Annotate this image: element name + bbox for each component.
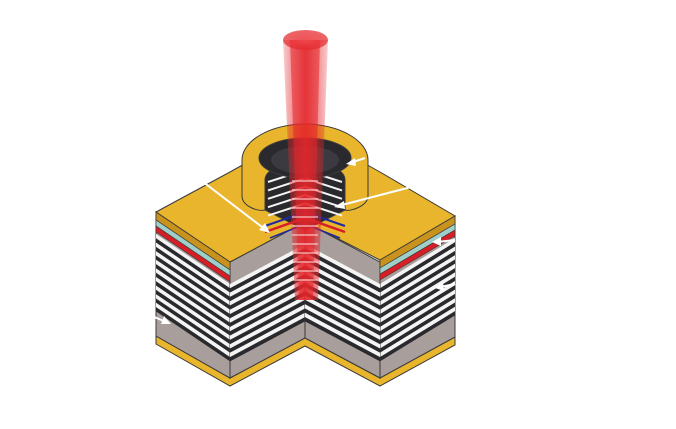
beam-band [292, 225, 318, 227]
mirror-layer [380, 276, 455, 327]
mirror-layer [230, 287, 305, 332]
arrow-oxide-aperture [432, 237, 456, 246]
mirror-layer [305, 304, 380, 349]
mirror-layer [230, 282, 305, 327]
mirror-layer [156, 246, 230, 302]
mirror-layer [380, 298, 455, 349]
beam-band [292, 234, 318, 236]
mirror-layer [230, 278, 305, 323]
mirror-layer [230, 252, 305, 297]
mirror-layer [380, 311, 455, 362]
mirror-layer [380, 281, 455, 332]
beam-band [292, 207, 318, 209]
mirror-layer [156, 234, 230, 289]
beam-band [292, 216, 318, 218]
mirror-layer [380, 285, 455, 336]
mirror-layer [156, 259, 230, 315]
beam-band [292, 279, 318, 281]
mirror-layer [156, 277, 230, 332]
mirror-layer [380, 268, 455, 319]
mirror-layer [305, 269, 380, 315]
right-face-stack [379, 215, 456, 379]
mirror-layer [230, 312, 305, 358]
mirror-layer [380, 272, 455, 323]
mirror-layer [380, 250, 455, 302]
laser-beam-aperture-top [283, 30, 328, 50]
mirror-layer [380, 242, 455, 293]
mirror-layer [230, 291, 305, 336]
mirror-layer [305, 274, 380, 319]
beam-band [292, 189, 318, 191]
mirror-layer [380, 238, 455, 289]
mirror-layer [305, 244, 380, 289]
mirror-layer [380, 289, 455, 340]
beam-band [292, 270, 318, 272]
mirror-layer [156, 298, 230, 353]
mirror-layer [156, 281, 230, 336]
mirror-layer [305, 291, 380, 336]
mirror-layer [305, 256, 380, 302]
mirror-layer [305, 299, 380, 345]
mirror-layer [305, 312, 380, 358]
mirror-layer [305, 278, 380, 323]
mirror-layer [305, 308, 380, 353]
mirror-layer [230, 274, 305, 319]
mirror-layer [380, 246, 455, 297]
mirror-layer [156, 302, 230, 358]
mirror-layer [305, 287, 380, 332]
mirror-layer [156, 264, 230, 319]
mirror-layer [380, 255, 455, 306]
pointer-arrows [151, 157, 456, 324]
mirror-layer [156, 307, 230, 362]
beam-band [292, 252, 318, 254]
mirror-layer [230, 299, 305, 345]
mirror-layer [305, 252, 380, 297]
mirror-layer [230, 295, 305, 340]
arrow-top-contact [197, 177, 270, 233]
inner-cut-left-face [229, 221, 306, 379]
arrow-top-mirror [334, 185, 416, 209]
mirror-layer [230, 269, 305, 315]
mirror-layer [230, 308, 305, 353]
mirror-layer [380, 302, 455, 353]
mirror-layer [156, 285, 230, 340]
mirror-layer [156, 268, 230, 323]
mirror-layer [156, 255, 230, 310]
mirror-layer [305, 265, 380, 310]
mirror-layer [380, 259, 455, 310]
mirror-layer [156, 289, 230, 345]
mirror-layer [305, 295, 380, 340]
mirror-layer [230, 304, 305, 349]
arrow-substrate [151, 315, 171, 324]
mirror-layer [380, 263, 455, 315]
mirror-layer [156, 272, 230, 327]
beam-band [292, 243, 318, 245]
mirror-layer [156, 242, 230, 297]
mirror-layer [230, 244, 305, 289]
mirror-layer [305, 261, 380, 306]
beam-band [292, 180, 318, 182]
beam-band [292, 261, 318, 263]
inner-cut-right-face [304, 221, 381, 379]
mirror-layer [230, 248, 305, 293]
beam-mirror-interaction [292, 180, 318, 281]
mirror-layer [380, 293, 455, 345]
mirror-layer [230, 261, 305, 306]
mirror-layer [230, 265, 305, 310]
mirror-layer [305, 282, 380, 327]
mirror-layer [230, 317, 305, 362]
mirror-layer [305, 248, 380, 293]
arrow-bottom-mirror [435, 282, 456, 291]
mirror-layer [156, 238, 230, 293]
mirror-layer [156, 251, 230, 306]
beam-band [292, 198, 318, 200]
mirror-layer [380, 306, 455, 358]
mirror-layer [230, 256, 305, 302]
mirror-layer [156, 294, 230, 349]
arrow-ring-contact [346, 157, 366, 166]
mirror-layer [305, 317, 380, 362]
